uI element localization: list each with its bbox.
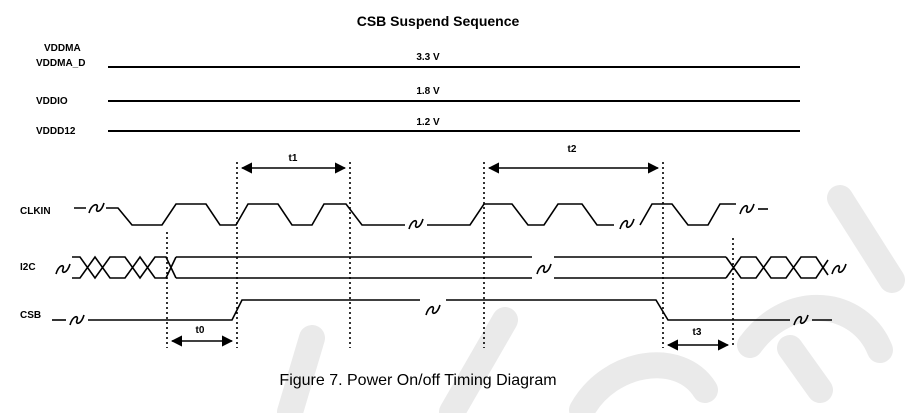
rail-label-vddio: VDDIO [36,96,68,107]
clkin-break-3 [619,218,635,230]
i2c-signal: I2C [20,255,847,280]
clkin-signal: CLKIN [20,202,768,230]
clkin-break-4 [739,203,755,215]
rail-voltage-3v3: 3.3 V [416,52,440,63]
watermark [277,185,905,413]
i2c-break-left [55,263,71,275]
csb-waveform-2 [446,299,790,321]
t2-label: t2 [568,144,577,155]
clkin-break-1 [88,202,105,214]
t1-label: t1 [289,153,298,164]
clkin-waveform-2 [427,203,614,226]
rail-voltage-1v2: 1.2 V [416,117,440,128]
i2c-bus-idle-right [554,256,726,279]
clkin-break-2 [408,218,424,230]
i2c-break-mid [536,263,552,275]
csb-signal: CSB [20,299,832,326]
rail-label-vddma: VDDMA [44,43,81,54]
csb-waveform-1 [88,299,420,321]
csb-break-1 [69,314,85,326]
i2c-bus-transitions-left [72,255,177,280]
diagram-title: CSB Suspend Sequence [357,13,520,29]
i2c-break-right [831,263,847,275]
i2c-bus-idle-left [176,256,532,279]
csb-break-2 [425,304,441,316]
clkin-waveform-3 [639,203,736,226]
power-rails: VDDMA VDDMA_D 3.3 V VDDIO 1.8 V VDDD12 1… [36,43,800,137]
t0-label: t0 [196,325,205,336]
rail-label-vddma-d: VDDMA_D [36,58,85,69]
clkin-waveform-1 [74,203,405,226]
rail-voltage-1v8: 1.8 V [416,86,440,97]
figure-caption: Figure 7. Power On/off Timing Diagram [279,372,556,389]
csb-break-3 [793,314,809,326]
clkin-label: CLKIN [20,206,51,217]
rail-label-vddd12: VDDD12 [36,126,76,137]
t3-label: t3 [693,327,702,338]
i2c-bus-transitions-right [725,256,829,279]
csb-label: CSB [20,310,41,321]
interval-arrows: t1 t2 t0 t3 [170,144,730,351]
i2c-label: I2C [20,262,36,273]
timing-markers [166,162,734,348]
